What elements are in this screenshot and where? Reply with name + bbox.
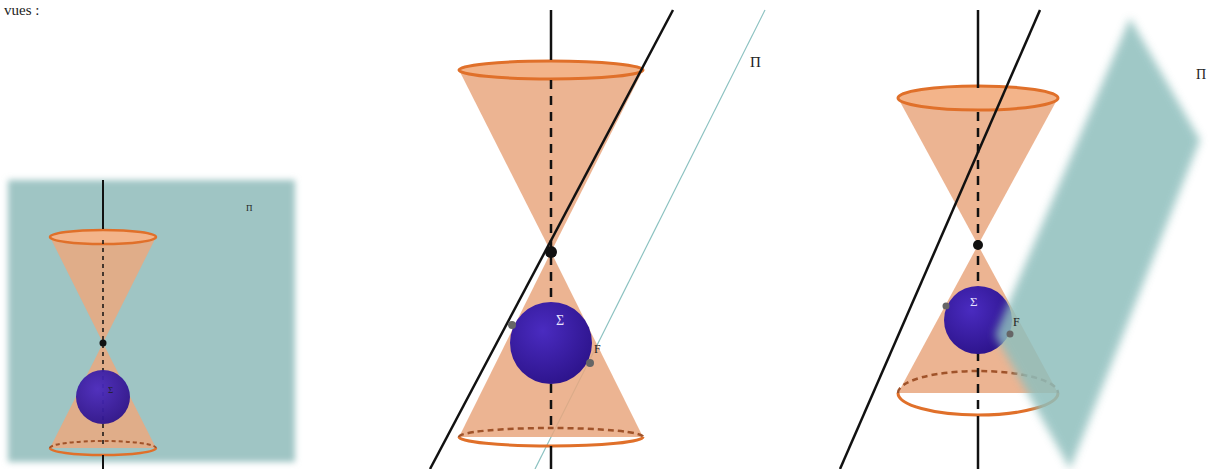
caption-text: vues : xyxy=(4,3,39,18)
point-label: F xyxy=(594,343,601,355)
plane-label: Π xyxy=(246,204,253,213)
plane xyxy=(8,180,295,462)
plane-label: Π xyxy=(1196,68,1206,82)
point-label: F xyxy=(1013,316,1020,328)
sphere-label: Σ xyxy=(970,295,978,308)
plane xyxy=(995,18,1200,469)
sphere-label: Σ xyxy=(556,314,564,328)
view-one xyxy=(8,180,295,469)
view-three xyxy=(840,10,1200,469)
plane-label: Π xyxy=(750,55,761,70)
view-two xyxy=(430,10,765,469)
sphere-label: Σ xyxy=(108,386,113,395)
